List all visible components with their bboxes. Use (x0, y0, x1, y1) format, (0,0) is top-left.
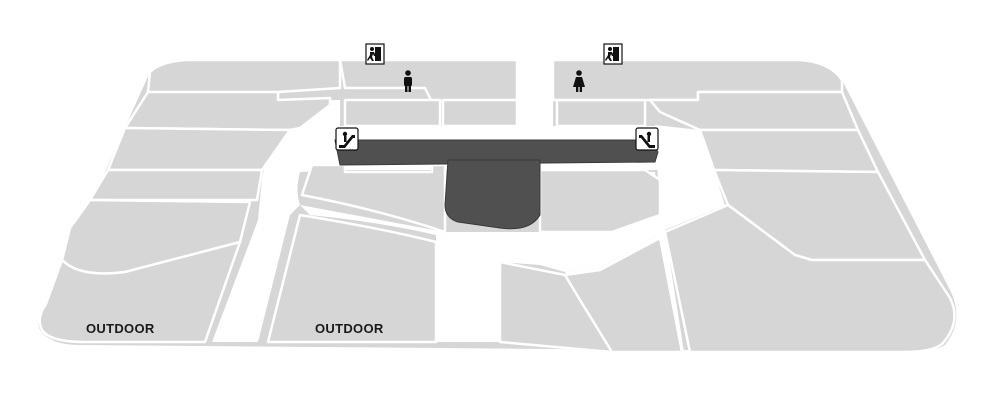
store-unit[interactable] (300, 163, 447, 234)
store-unit[interactable] (663, 203, 956, 354)
store-unit[interactable] (563, 236, 684, 354)
male-restroom-icon (404, 70, 412, 92)
store-unit[interactable] (441, 98, 519, 128)
store-unit[interactable] (698, 128, 880, 174)
outdoor-area[interactable] (266, 213, 438, 344)
outdoor-label: OUTDOOR (86, 321, 155, 336)
emergency-exit-icon (365, 43, 385, 65)
atrium-stem (444, 159, 541, 230)
emergency-exit-icon (603, 43, 623, 65)
store-unit[interactable] (106, 126, 292, 172)
store-unit[interactable] (538, 168, 662, 234)
store-unit[interactable] (88, 168, 264, 202)
store-unit[interactable] (343, 98, 442, 128)
escalator-icon (335, 127, 359, 151)
female-restroom-icon (573, 70, 585, 92)
store-unit[interactable] (555, 98, 647, 128)
store-unit[interactable] (38, 240, 242, 344)
atrium-band (334, 139, 659, 166)
escalator-icon (635, 127, 659, 151)
outdoor-label: OUTDOOR (315, 321, 384, 336)
atrium-void (334, 139, 659, 230)
store-units (38, 58, 956, 354)
store-unit[interactable] (648, 90, 860, 132)
